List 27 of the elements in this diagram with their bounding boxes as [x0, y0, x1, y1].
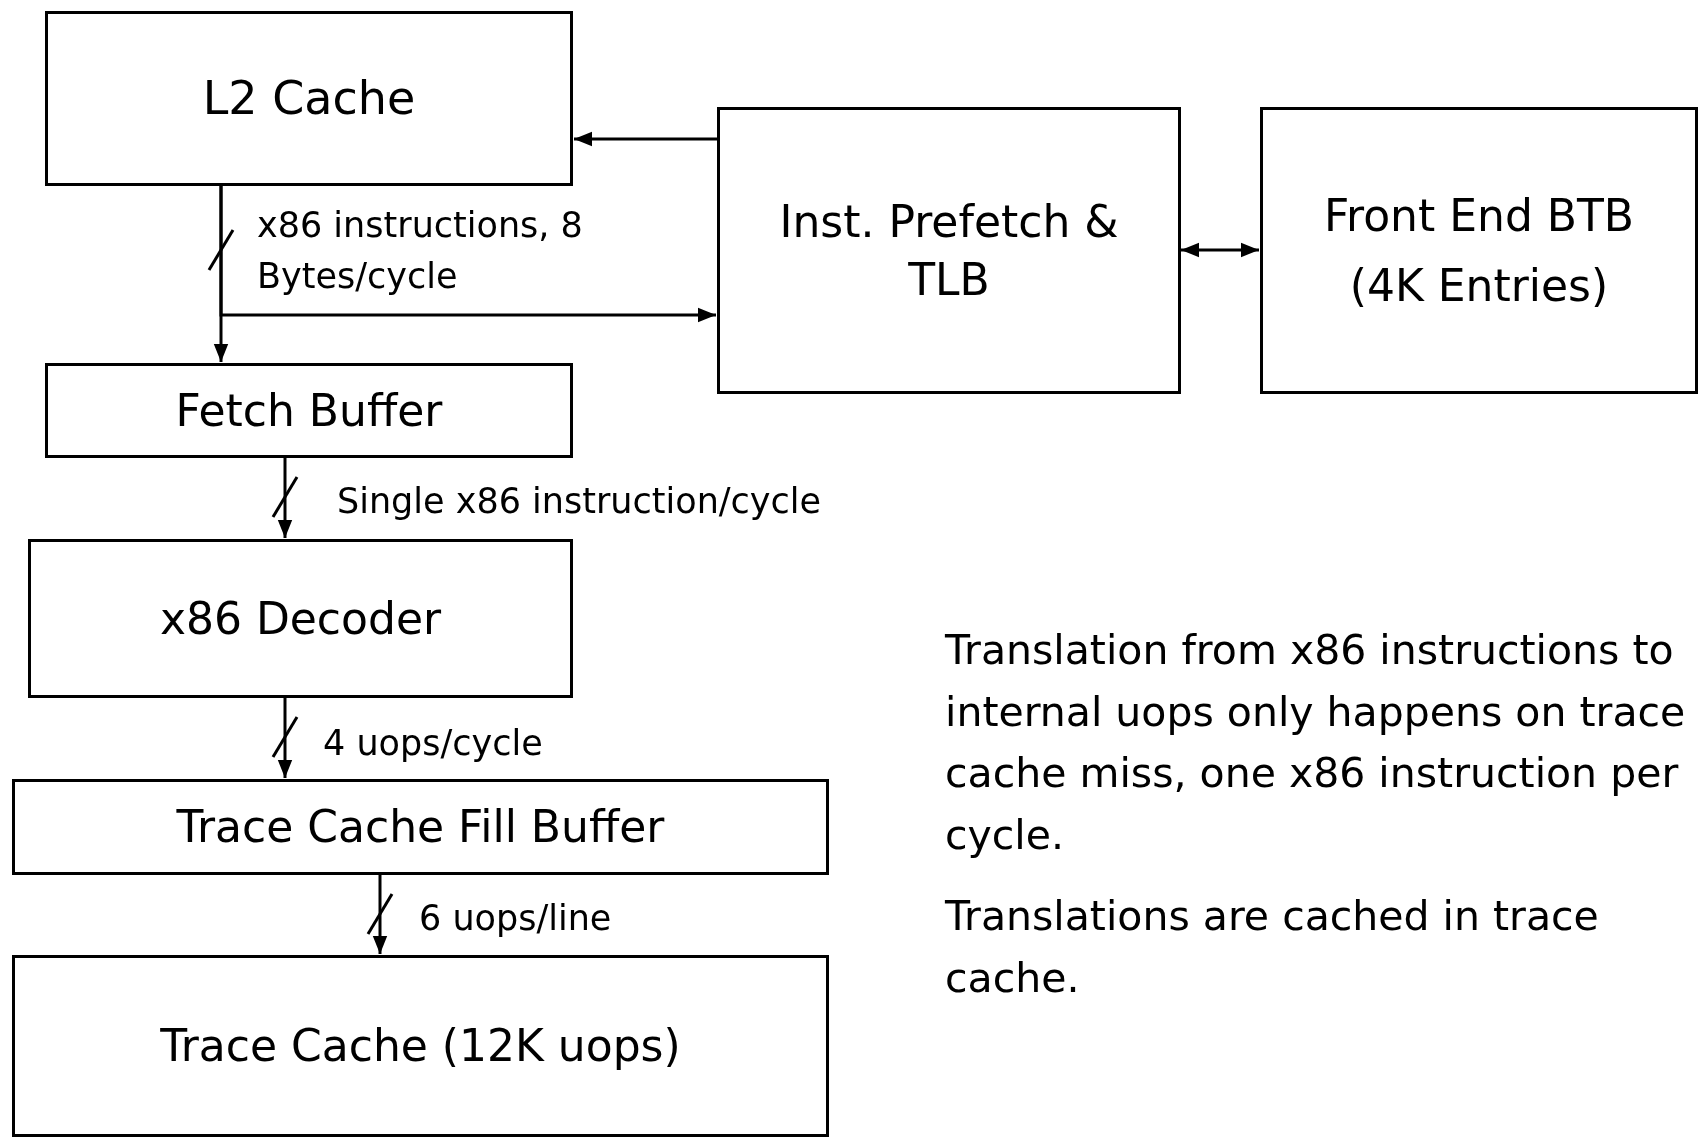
box-label: x86 Decoder [159, 591, 442, 646]
arrow [372, 875, 388, 954]
edge-label: Single x86 instruction/cycle [337, 480, 823, 523]
process-box [1260, 107, 1698, 394]
process-box [12, 955, 829, 1137]
edge-label: x86 instructions, 8 Bytes/cycle [257, 204, 584, 298]
arrow [277, 458, 293, 538]
process-box [28, 539, 573, 698]
process-box [717, 107, 1181, 394]
arrow [1181, 242, 1259, 258]
process-box [45, 363, 573, 458]
process-box [45, 11, 573, 186]
arrow [277, 698, 293, 778]
box-label: L2 Cache [202, 69, 416, 127]
edge-label: 4 uops/cycle [323, 722, 544, 765]
box-label: Fetch Buffer [175, 383, 443, 438]
box-label: Front End BTB [1323, 189, 1635, 244]
box-label: Trace Cache Fill Buffer [176, 800, 665, 855]
arrow [574, 131, 717, 147]
note-text: Translations are cached in trace cache. [945, 891, 1600, 1004]
process-box [12, 779, 829, 875]
note-text: Translation from x86 instructions to internal uops only happens on trace cache miss, one x86 instruction per cycle. [945, 625, 1687, 861]
box-label: Trace Cache (12K uops) [160, 1019, 681, 1074]
box-label: (4K Entries) [1349, 258, 1609, 313]
edge-label: 6 uops/line [419, 897, 613, 940]
box-label: Inst. Prefetch & TLB [778, 195, 1120, 307]
arrow [219, 186, 716, 323]
